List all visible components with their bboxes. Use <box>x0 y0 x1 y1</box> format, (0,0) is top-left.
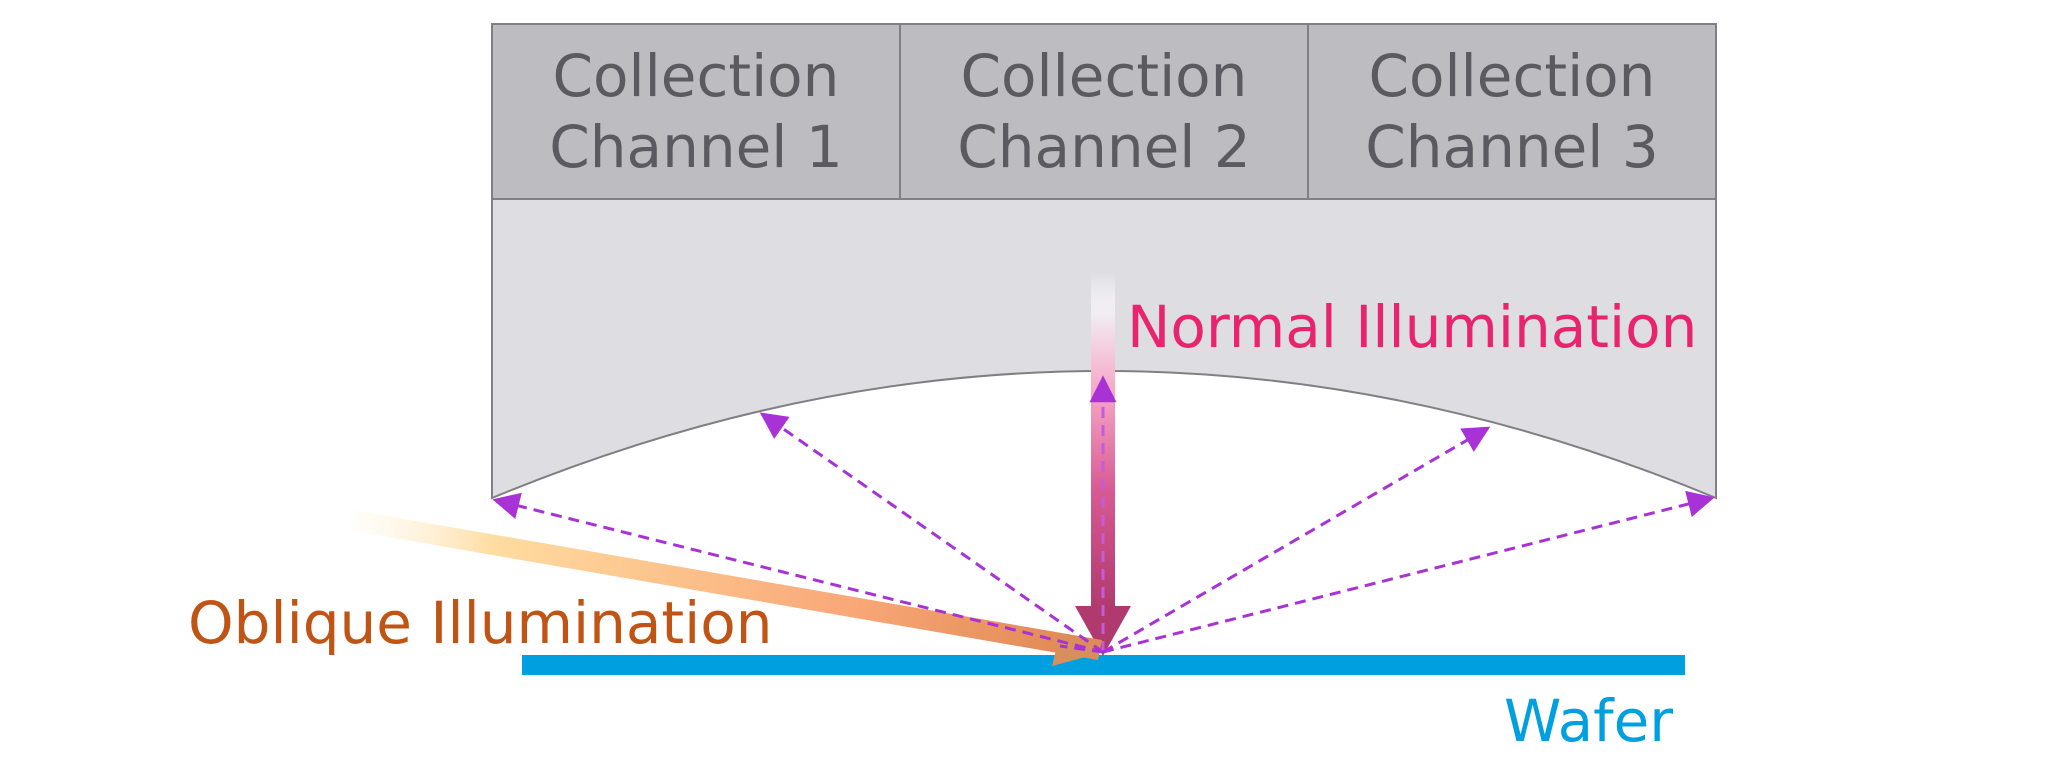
channel-1-line2: Channel 1 <box>549 112 843 181</box>
collection-channel-1-box <box>491 23 901 200</box>
channel-1-line1: Collection <box>552 41 840 110</box>
collection-channel-3-label: Collection Channel 3 <box>1308 24 1716 199</box>
channel-3-line2: Channel 3 <box>1365 112 1659 181</box>
normal-illumination-label: Normal Illumination <box>1127 293 1698 361</box>
channel-2-line2: Channel 2 <box>957 112 1251 181</box>
wafer-label: Wafer <box>1504 687 1674 755</box>
scatter-arrow-left <box>759 412 1104 654</box>
collection-channel-2-box <box>899 23 1309 200</box>
channel-3-line1: Collection <box>1368 41 1656 110</box>
scatter-arrow-far-left <box>492 492 1104 654</box>
oblique-illumination-label: Oblique Illumination <box>188 589 773 657</box>
scatter-arrow-oblique <box>1059 644 1104 654</box>
collection-channel-2-label: Collection Channel 2 <box>900 24 1308 199</box>
wafer-bar <box>522 655 1685 675</box>
scatter-arrows <box>492 375 1715 654</box>
collection-channel-1-label: Collection Channel 1 <box>492 24 900 199</box>
normal-illumination-beam <box>1075 272 1131 656</box>
collection-channel-3-box <box>1307 23 1717 200</box>
scatter-arrow-far-right <box>1102 490 1715 654</box>
channel-2-line1: Collection <box>960 41 1248 110</box>
scatter-arrow-right <box>1102 426 1491 654</box>
